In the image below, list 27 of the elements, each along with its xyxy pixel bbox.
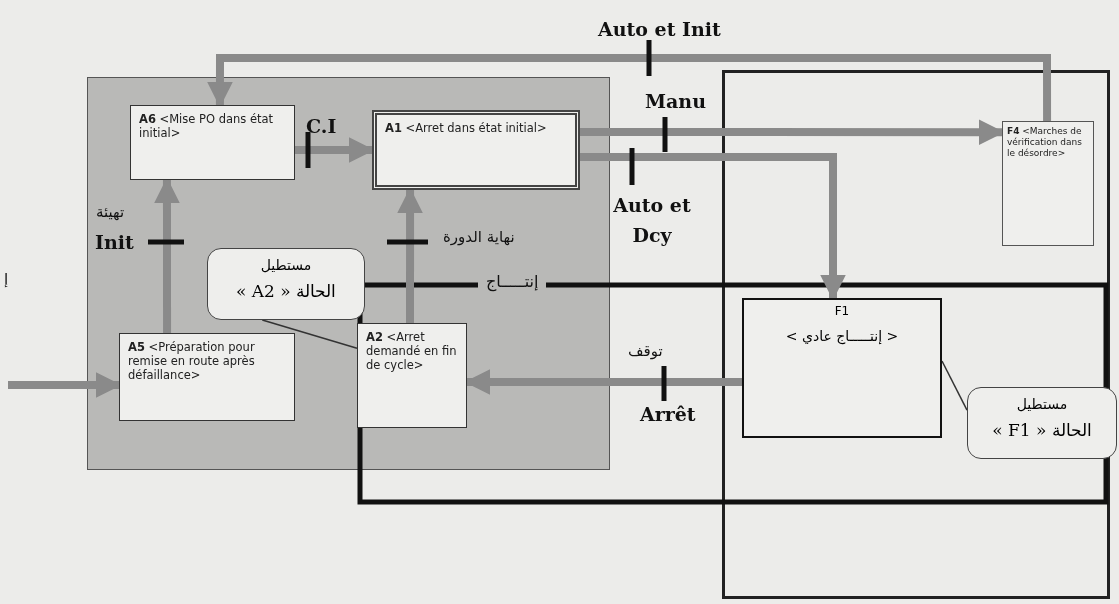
transition-label: تهيئة [96, 203, 125, 221]
transition-label: نهاية الدورة [443, 228, 515, 246]
step-box: F4 <Marches de vérification dans le désordre> [1002, 121, 1094, 246]
transition-label: Manu [645, 90, 706, 112]
leader-line [261, 319, 358, 349]
transition-label: Auto et Init [598, 18, 721, 40]
transition-label: Init [95, 231, 134, 253]
zone-panel [87, 77, 610, 470]
cut-off-text: إ [4, 270, 9, 288]
step-box: A6 <Mise PO dans état initial> [130, 105, 295, 180]
arrow [464, 369, 742, 395]
transition-label: C.I [306, 115, 337, 137]
transition-label: توقف [628, 342, 663, 360]
arrow [154, 177, 180, 333]
step-box: A2 <Arret demandé en fin de cycle> [357, 323, 467, 428]
leader-line [941, 360, 968, 411]
arrow [397, 187, 423, 323]
arrow [207, 54, 1052, 121]
arrow [295, 137, 375, 163]
callout-bubble: مستطيل الحالة « A2 » [207, 248, 365, 320]
callout-bubble: مستطيل الحالة « F1 » [967, 387, 1117, 459]
transition-label: Arrêt [640, 403, 696, 425]
initial-step-box: A1 <Arret dans état initial> [372, 110, 580, 190]
step-box: A5 <Préparation pour remise en route après défaillance> [119, 333, 295, 421]
arrow [580, 153, 846, 301]
transition-label: Auto et Dcy [612, 193, 692, 248]
arrow [580, 119, 1005, 146]
